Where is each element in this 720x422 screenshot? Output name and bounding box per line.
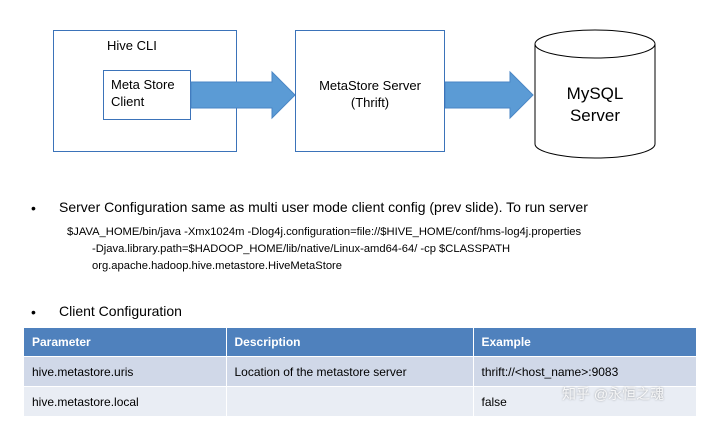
cell-description: [226, 386, 474, 416]
command-line-2: -Djava.library.path=$HADOOP_HOME/lib/nat…: [92, 243, 511, 255]
metastore-server-box: [295, 30, 445, 152]
cell-example: thrift://<host_name>:9083: [473, 356, 697, 387]
metastore-client-label-line2: Client: [111, 94, 145, 109]
cell-parameter: hive.metastore.local: [24, 386, 227, 416]
metastore-client-label-line1: Meta Store: [111, 77, 175, 92]
mysql-label-line1: MySQL: [566, 84, 624, 103]
bullet-marker: •: [31, 304, 36, 320]
server-config-text: Server Configuration same as multi user …: [59, 199, 588, 215]
cell-description: Location of the metastore server: [226, 356, 474, 387]
arrow-client-to-server: [190, 70, 296, 120]
arrow-server-to-mysql: [444, 70, 534, 120]
watermark: 知乎 @永恒之魂: [562, 386, 665, 402]
mysql-label-line2: Server: [569, 106, 621, 125]
client-config-text: Client Configuration: [59, 303, 182, 319]
client-config-table: Parameter Description Example hive.metas…: [24, 328, 697, 416]
run-server-command: $JAVA_HOME/bin/java -Xmx1024m -Dlog4j.co…: [67, 224, 581, 275]
bullet-marker: •: [31, 200, 36, 216]
command-line-1: $JAVA_HOME/bin/java -Xmx1024m -Dlog4j.co…: [67, 226, 582, 238]
mysql-server-label: MySQL Server: [543, 83, 647, 127]
metastore-client-label: Meta Store Client: [111, 76, 191, 110]
hive-cli-label: Hive CLI: [107, 38, 157, 53]
metastore-client-box: [103, 70, 191, 120]
mysql-cylinder: [534, 29, 656, 159]
command-line-3: org.apache.hadoop.hive.metastore.HiveMet…: [92, 260, 343, 272]
diagram-connectors: [190, 29, 656, 159]
metastore-server-label: MetaStore Server (Thrift): [295, 77, 445, 111]
table-header-row: Parameter Description Example: [24, 328, 697, 357]
metastore-server-label-line1: MetaStore Server: [319, 78, 421, 93]
header-example: Example: [473, 328, 697, 357]
table-row: hive.metastore.uris Location of the meta…: [24, 356, 697, 387]
header-description: Description: [226, 328, 474, 357]
cell-example: false: [473, 386, 697, 416]
header-parameter: Parameter: [24, 328, 227, 357]
table-row: hive.metastore.local false: [24, 386, 697, 416]
cell-parameter: hive.metastore.uris: [24, 356, 227, 387]
metastore-server-label-line2: (Thrift): [350, 95, 390, 110]
